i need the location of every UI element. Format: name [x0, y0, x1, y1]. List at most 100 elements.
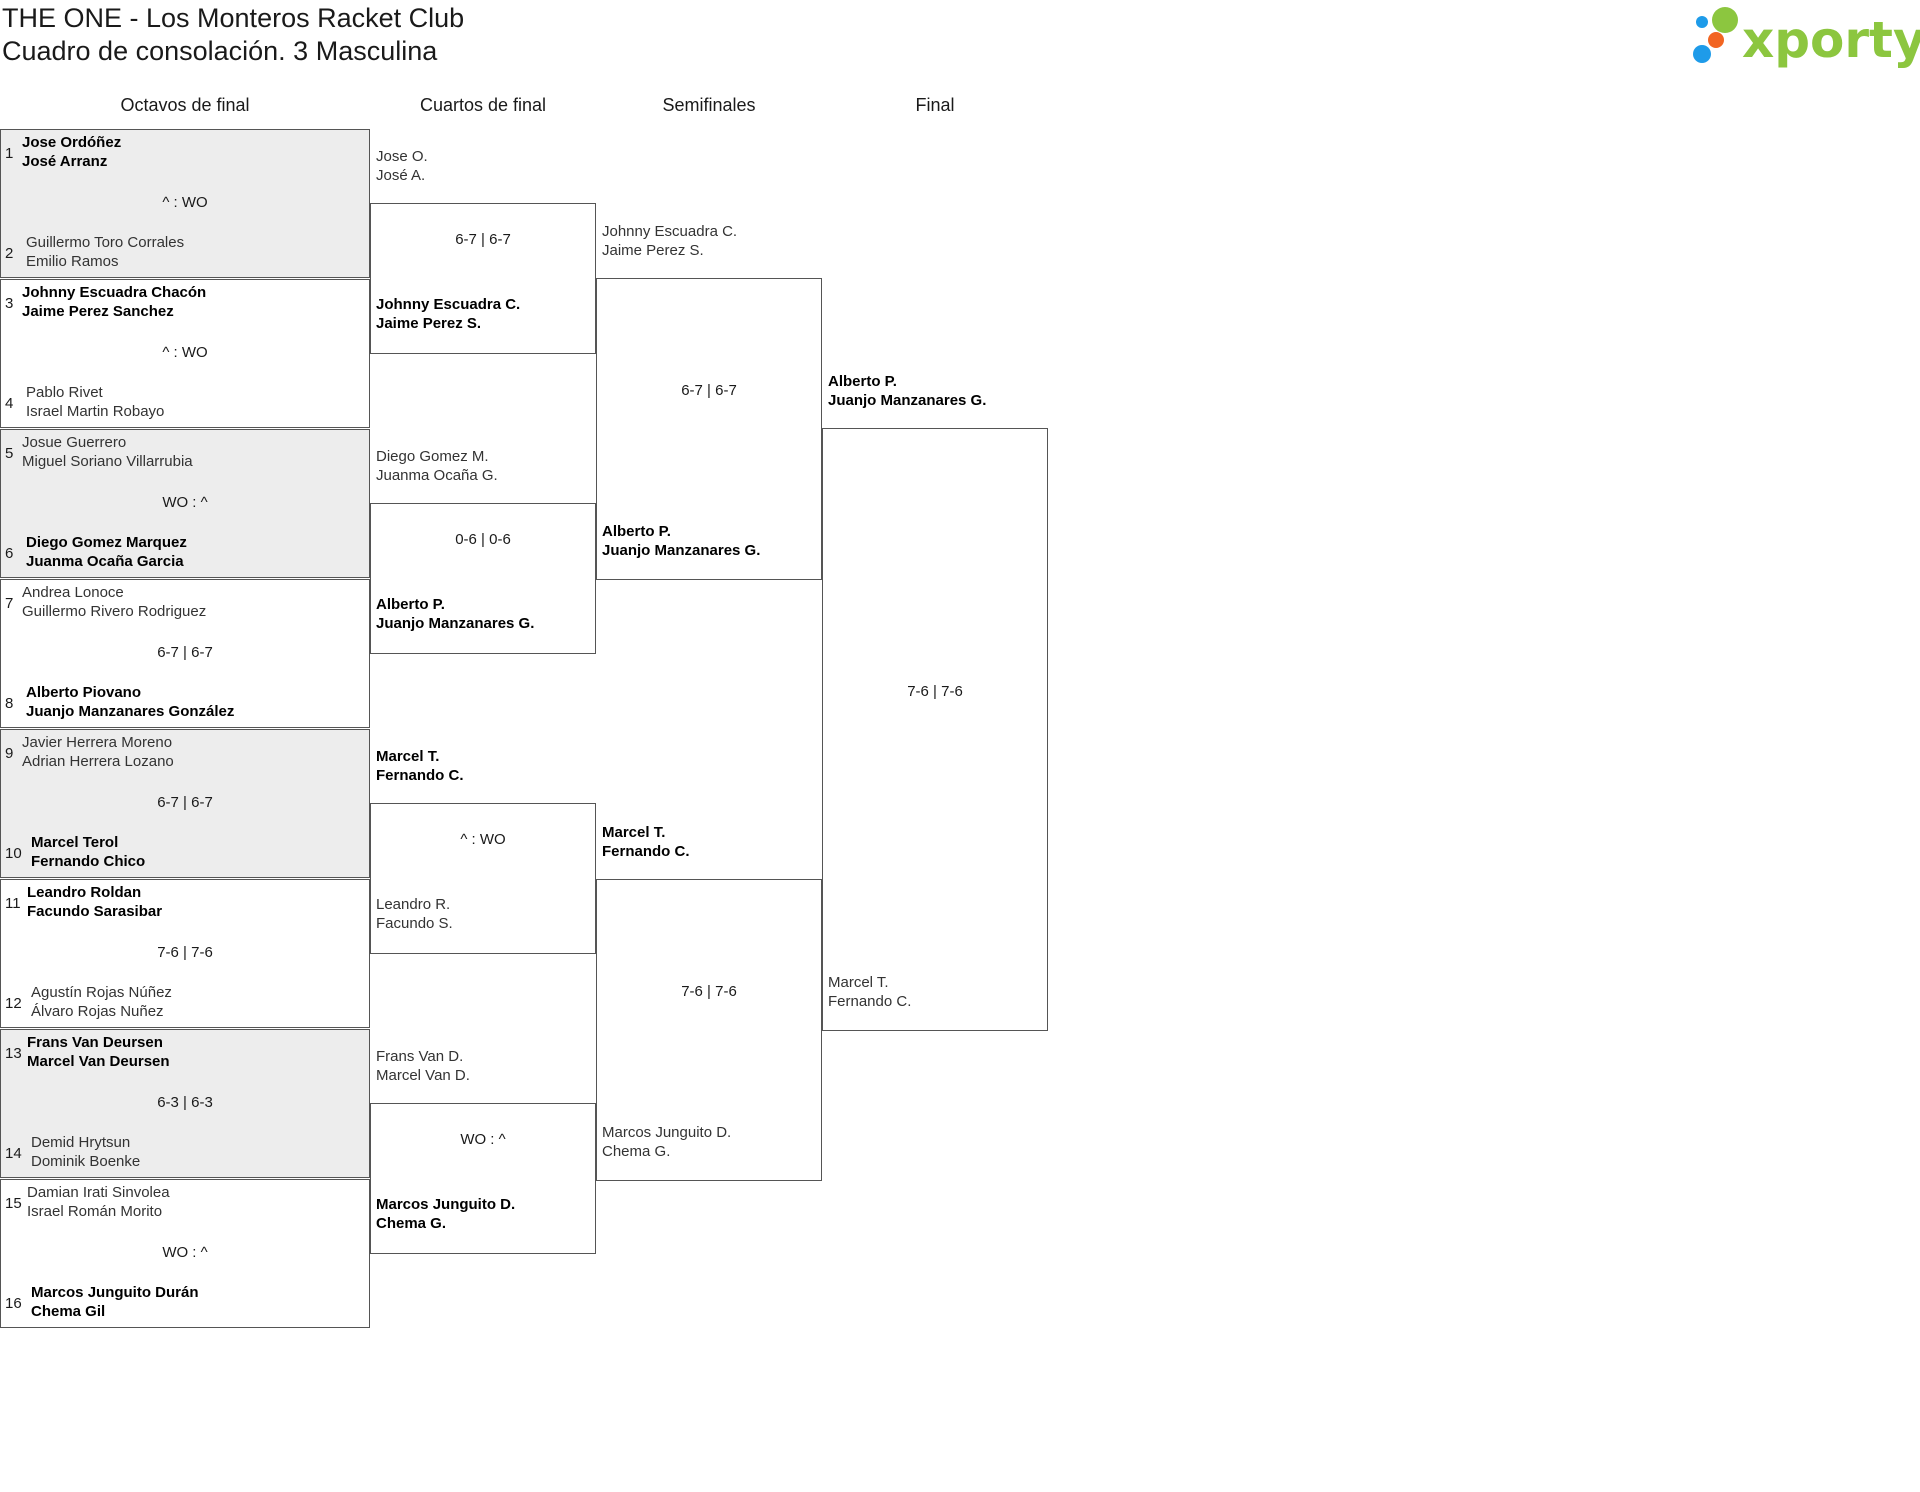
player-name: Marcos Junguito Durán — [31, 1284, 199, 1301]
player-name: Jaime Perez S. — [602, 242, 704, 259]
seed-number: 2 — [5, 245, 14, 262]
match-score: 0-6 | 0-6 — [455, 531, 511, 548]
match-score: WO : ^ — [460, 1131, 506, 1148]
player-name: Fernando C. — [828, 993, 912, 1010]
round-header-cuartos: Cuartos de final — [419, 95, 547, 115]
match-score: 6-3 | 6-3 — [157, 1094, 213, 1111]
bracket-line-semifinal-2 — [596, 879, 822, 1181]
player-name: Dominik Boenke — [31, 1153, 141, 1170]
match-score: 7-6 | 7-6 — [907, 683, 963, 700]
match-score: ^ : WO — [460, 831, 506, 848]
player-name: Fernando C. — [602, 843, 690, 860]
bracket-line-semifinal-1 — [596, 278, 822, 580]
match-octavos-3[interactable] — [0, 429, 370, 578]
player-name: Leandro Roldan — [27, 884, 142, 901]
player-name: Juanjo Manzanares G. — [376, 615, 535, 632]
player-name: Alberto Piovano — [26, 684, 142, 701]
player-name: Johnny Escuadra C. — [376, 296, 521, 313]
match-octavos-8[interactable] — [0, 1179, 370, 1328]
team-b: Johnny Escuadra C. Jaime Perez S. — [376, 295, 520, 333]
player-name: Diego Gomez Marquez — [26, 534, 187, 551]
player-name: Chema G. — [376, 1215, 447, 1232]
player-name: Guillermo Rivero Rodriguez — [22, 603, 207, 620]
player-name: Andrea Lonoce — [22, 584, 124, 601]
match-octavos-7[interactable] — [0, 1029, 370, 1178]
match-score: WO : ^ — [162, 494, 208, 511]
player-name: Jose O. — [376, 148, 428, 165]
player-name: Jaime Perez S. — [376, 315, 482, 332]
seed-number: 13 — [5, 1045, 22, 1062]
match-score: WO : ^ — [162, 1244, 208, 1261]
player-name: Chema Gil — [31, 1303, 106, 1320]
player-name: Demid Hrytsun — [31, 1134, 131, 1151]
player-name: Juanjo Manzanares G. — [602, 542, 761, 559]
match-score: 6-7 | 6-7 — [455, 231, 511, 248]
player-name: Frans Van D. — [376, 1048, 464, 1065]
team-b: Marcos Junguito D. Chema G. — [602, 1123, 731, 1161]
logo-dot-orange — [1708, 32, 1724, 48]
seed-number: 9 — [5, 745, 14, 762]
match-octavos-5[interactable] — [0, 729, 370, 878]
round-header-semifinales: Semifinales — [662, 95, 756, 115]
bracket-line-cuartos-4 — [370, 1103, 596, 1254]
logo-text: xporty — [1742, 11, 1920, 69]
seed-number: 1 — [5, 145, 14, 162]
team-a: Marcel T.Fernando C. — [376, 747, 464, 785]
team-b: Leandro R.Facundo S. — [376, 895, 453, 933]
player-name: Alberto P. — [828, 373, 897, 390]
seed-number: 14 — [5, 1145, 22, 1162]
seed-number: 7 — [5, 595, 14, 612]
player-name: Marcos Junguito D. — [602, 1124, 732, 1141]
match-octavos-1[interactable] — [0, 129, 370, 278]
player-name: Johnny Escuadra C. — [602, 223, 738, 240]
xporty-logo: xporty — [1693, 7, 1920, 69]
player-name: Diego Gomez M. — [376, 448, 489, 465]
team-b: Marcel T. Fernando C. — [828, 973, 911, 1011]
seed-number: 16 — [5, 1295, 22, 1312]
team-a: Marcel T.Fernando C. — [602, 823, 690, 861]
team-b: Alberto P.Juanjo Manzanares G. — [376, 595, 534, 633]
player-name: Facundo Sarasibar — [27, 903, 163, 920]
logo-dot-small-blue — [1696, 16, 1708, 28]
team-b: Alberto P. Juanjo Manzanares G. — [602, 522, 760, 560]
seed-number: 11 — [5, 895, 21, 912]
player-name: Leandro R. — [376, 896, 451, 913]
player-name: Marcel T. — [828, 974, 889, 991]
player-name: Álvaro Rojas Nuñez — [31, 1003, 164, 1020]
player-name: José Arranz — [22, 153, 108, 170]
logo-dot-blue — [1693, 45, 1711, 63]
bracket-line-cuartos-3 — [370, 803, 596, 954]
match-octavos-4[interactable] — [0, 579, 370, 728]
player-name: Juanjo Manzanares G. — [828, 392, 987, 409]
player-name: Chema G. — [602, 1143, 671, 1160]
player-name: Jose Ordóñez — [22, 134, 122, 151]
player-name: Adrian Herrera Lozano — [22, 753, 174, 770]
page-subtitle: Cuadro de consolación. 3 Masculina — [2, 36, 438, 66]
page-title: THE ONE - Los Monteros Racket Club — [2, 3, 465, 33]
seed-number: 4 — [5, 395, 14, 412]
match-octavos-6[interactable] — [0, 879, 370, 1028]
seed-number: 10 — [5, 845, 22, 862]
match-score: 6-7 | 6-7 — [157, 644, 213, 661]
player-name: Marcos Junguito D. — [376, 1196, 516, 1213]
player-name: Javier Herrera Moreno — [22, 734, 173, 751]
player-name: Juanjo Manzanares González — [26, 703, 235, 720]
player-name: Marcel Van D. — [376, 1067, 470, 1084]
player-name: Juanma Ocaña Garcia — [26, 553, 184, 570]
match-score: 6-7 | 6-7 — [157, 794, 213, 811]
player-name: Alberto P. — [602, 523, 671, 540]
match-octavos-2[interactable] — [0, 279, 370, 428]
